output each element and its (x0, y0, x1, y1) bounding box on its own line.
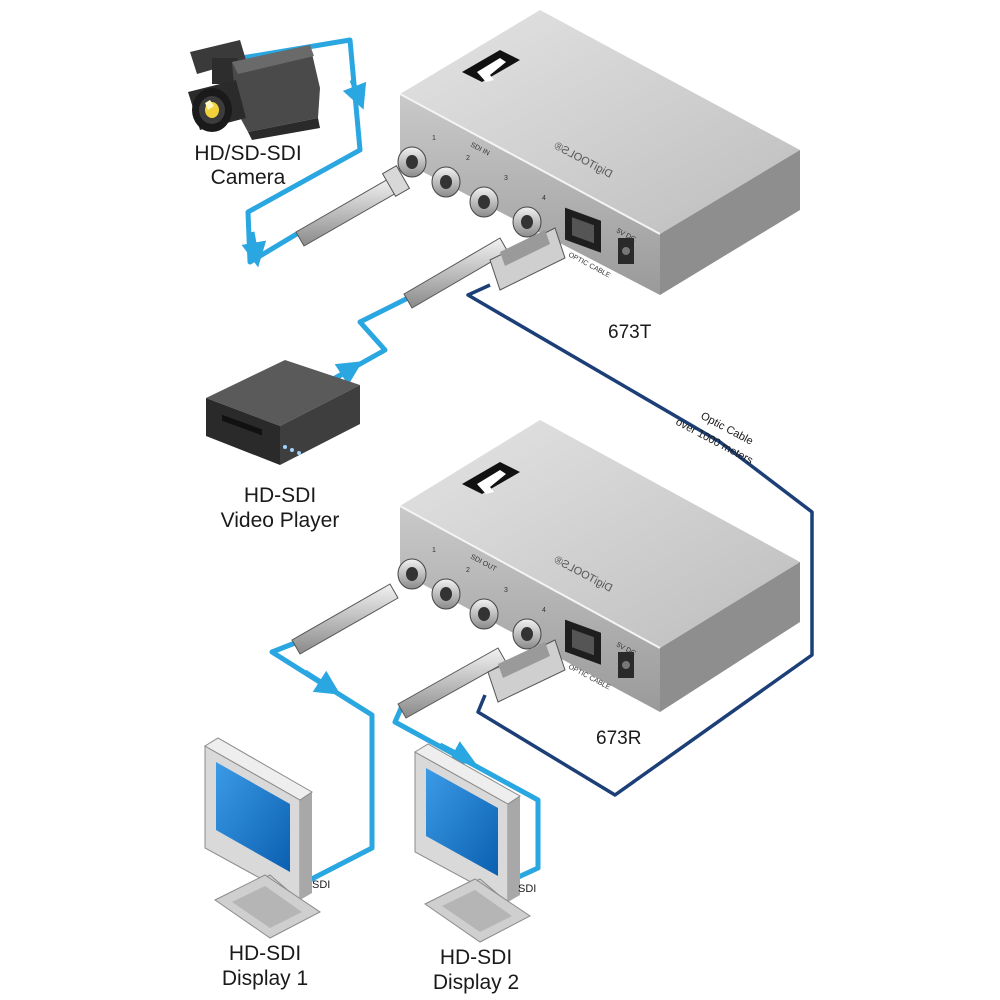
display2-label-line2: Display 2 (433, 971, 519, 994)
bnc-plug-display1 (291, 583, 399, 655)
optic-plug-rx (487, 639, 566, 703)
transmitter-673t: 1 2 3 4 SDI IN OPTIC CABLE 5V DC DigiTOO… (397, 10, 800, 295)
bnc-port-1[interactable] (397, 558, 427, 590)
port-number-1: 1 (432, 547, 436, 554)
display2-label-line1: HD-SDI (440, 946, 512, 969)
transmitter-model-label: 673T (608, 322, 652, 343)
bnc-port-4[interactable] (512, 618, 542, 650)
receiver-model-label: 673R (596, 728, 641, 749)
port-number-1: 1 (432, 135, 436, 142)
bnc-plug-player (403, 237, 509, 309)
display1-port-label: SDI (312, 879, 330, 891)
player-label-line1: HD-SDI (244, 484, 316, 507)
monitor-icon (204, 737, 321, 939)
cable-arrow (438, 741, 477, 764)
device-side (660, 562, 800, 712)
bnc-port-2[interactable] (431, 578, 461, 610)
port-number-3: 3 (504, 175, 508, 182)
camera-label-line2: Camera (211, 166, 286, 189)
power-jack[interactable] (618, 238, 634, 264)
receiver-673r: 1 2 3 4 SDI OUT OPTIC CABLE 5V DC DigiTO… (397, 420, 800, 712)
bnc-port-3[interactable] (469, 186, 499, 218)
display2-port-label: SDI (518, 883, 536, 895)
port-number-4: 4 (542, 607, 546, 614)
port-number-4: 4 (542, 195, 546, 202)
bnc-port-2[interactable] (431, 166, 461, 198)
device-side (660, 150, 800, 295)
cable-arrow (303, 669, 341, 695)
bnc-port-1[interactable] (397, 146, 427, 178)
optic-cable-line (466, 283, 814, 797)
power-jack[interactable] (618, 652, 634, 678)
bnc-port-3[interactable] (469, 598, 499, 630)
camera-label-line1: HD/SD-SDI (194, 142, 301, 165)
player-label-line2: Video Player (221, 509, 340, 532)
bnc-plug-display2 (397, 647, 507, 719)
port-number-2: 2 (466, 155, 470, 162)
optic-plug-tx (489, 227, 566, 291)
optic-port[interactable] (565, 619, 601, 665)
display1-label-line1: HD-SDI (229, 942, 301, 965)
port-number-3: 3 (504, 587, 508, 594)
sdi-cable-display2 (392, 704, 541, 883)
cable-arrow (342, 79, 367, 110)
cable-arrow (241, 231, 267, 268)
display1-label-line2: Display 1 (222, 967, 308, 990)
video-player-icon (206, 360, 360, 465)
optic-port[interactable] (565, 207, 601, 253)
monitor-icon (414, 743, 531, 943)
bnc-plug-camera (295, 165, 411, 247)
brand-logo (462, 50, 520, 82)
sdi-cable-display1 (269, 640, 375, 888)
bnc-port-4[interactable] (512, 206, 542, 238)
video-camera-icon (188, 40, 320, 140)
port-number-2: 2 (466, 567, 470, 574)
brand-logo (462, 462, 520, 494)
